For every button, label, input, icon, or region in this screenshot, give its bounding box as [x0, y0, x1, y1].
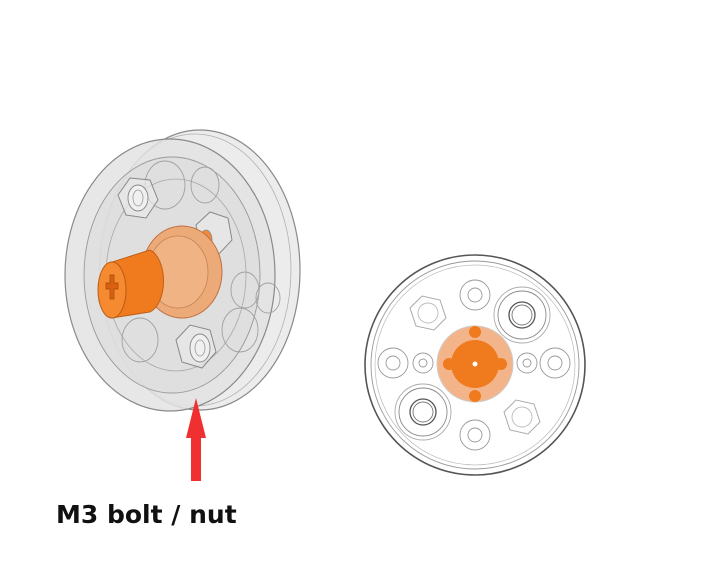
bolt-head-bottom-left [394, 383, 452, 441]
bolt-head-top-right [493, 286, 551, 344]
hex-nut-top [117, 177, 159, 219]
caption-label: M3 bolt / nut [56, 500, 237, 529]
hex-nut-bottom [175, 324, 217, 369]
bolt-holes [121, 160, 281, 363]
pointer-arrow [186, 398, 206, 481]
front-pulley [364, 254, 586, 476]
holes [377, 279, 571, 451]
isometric-pulley [64, 129, 301, 412]
shaft-hub [97, 225, 223, 319]
front-hub [436, 325, 514, 403]
